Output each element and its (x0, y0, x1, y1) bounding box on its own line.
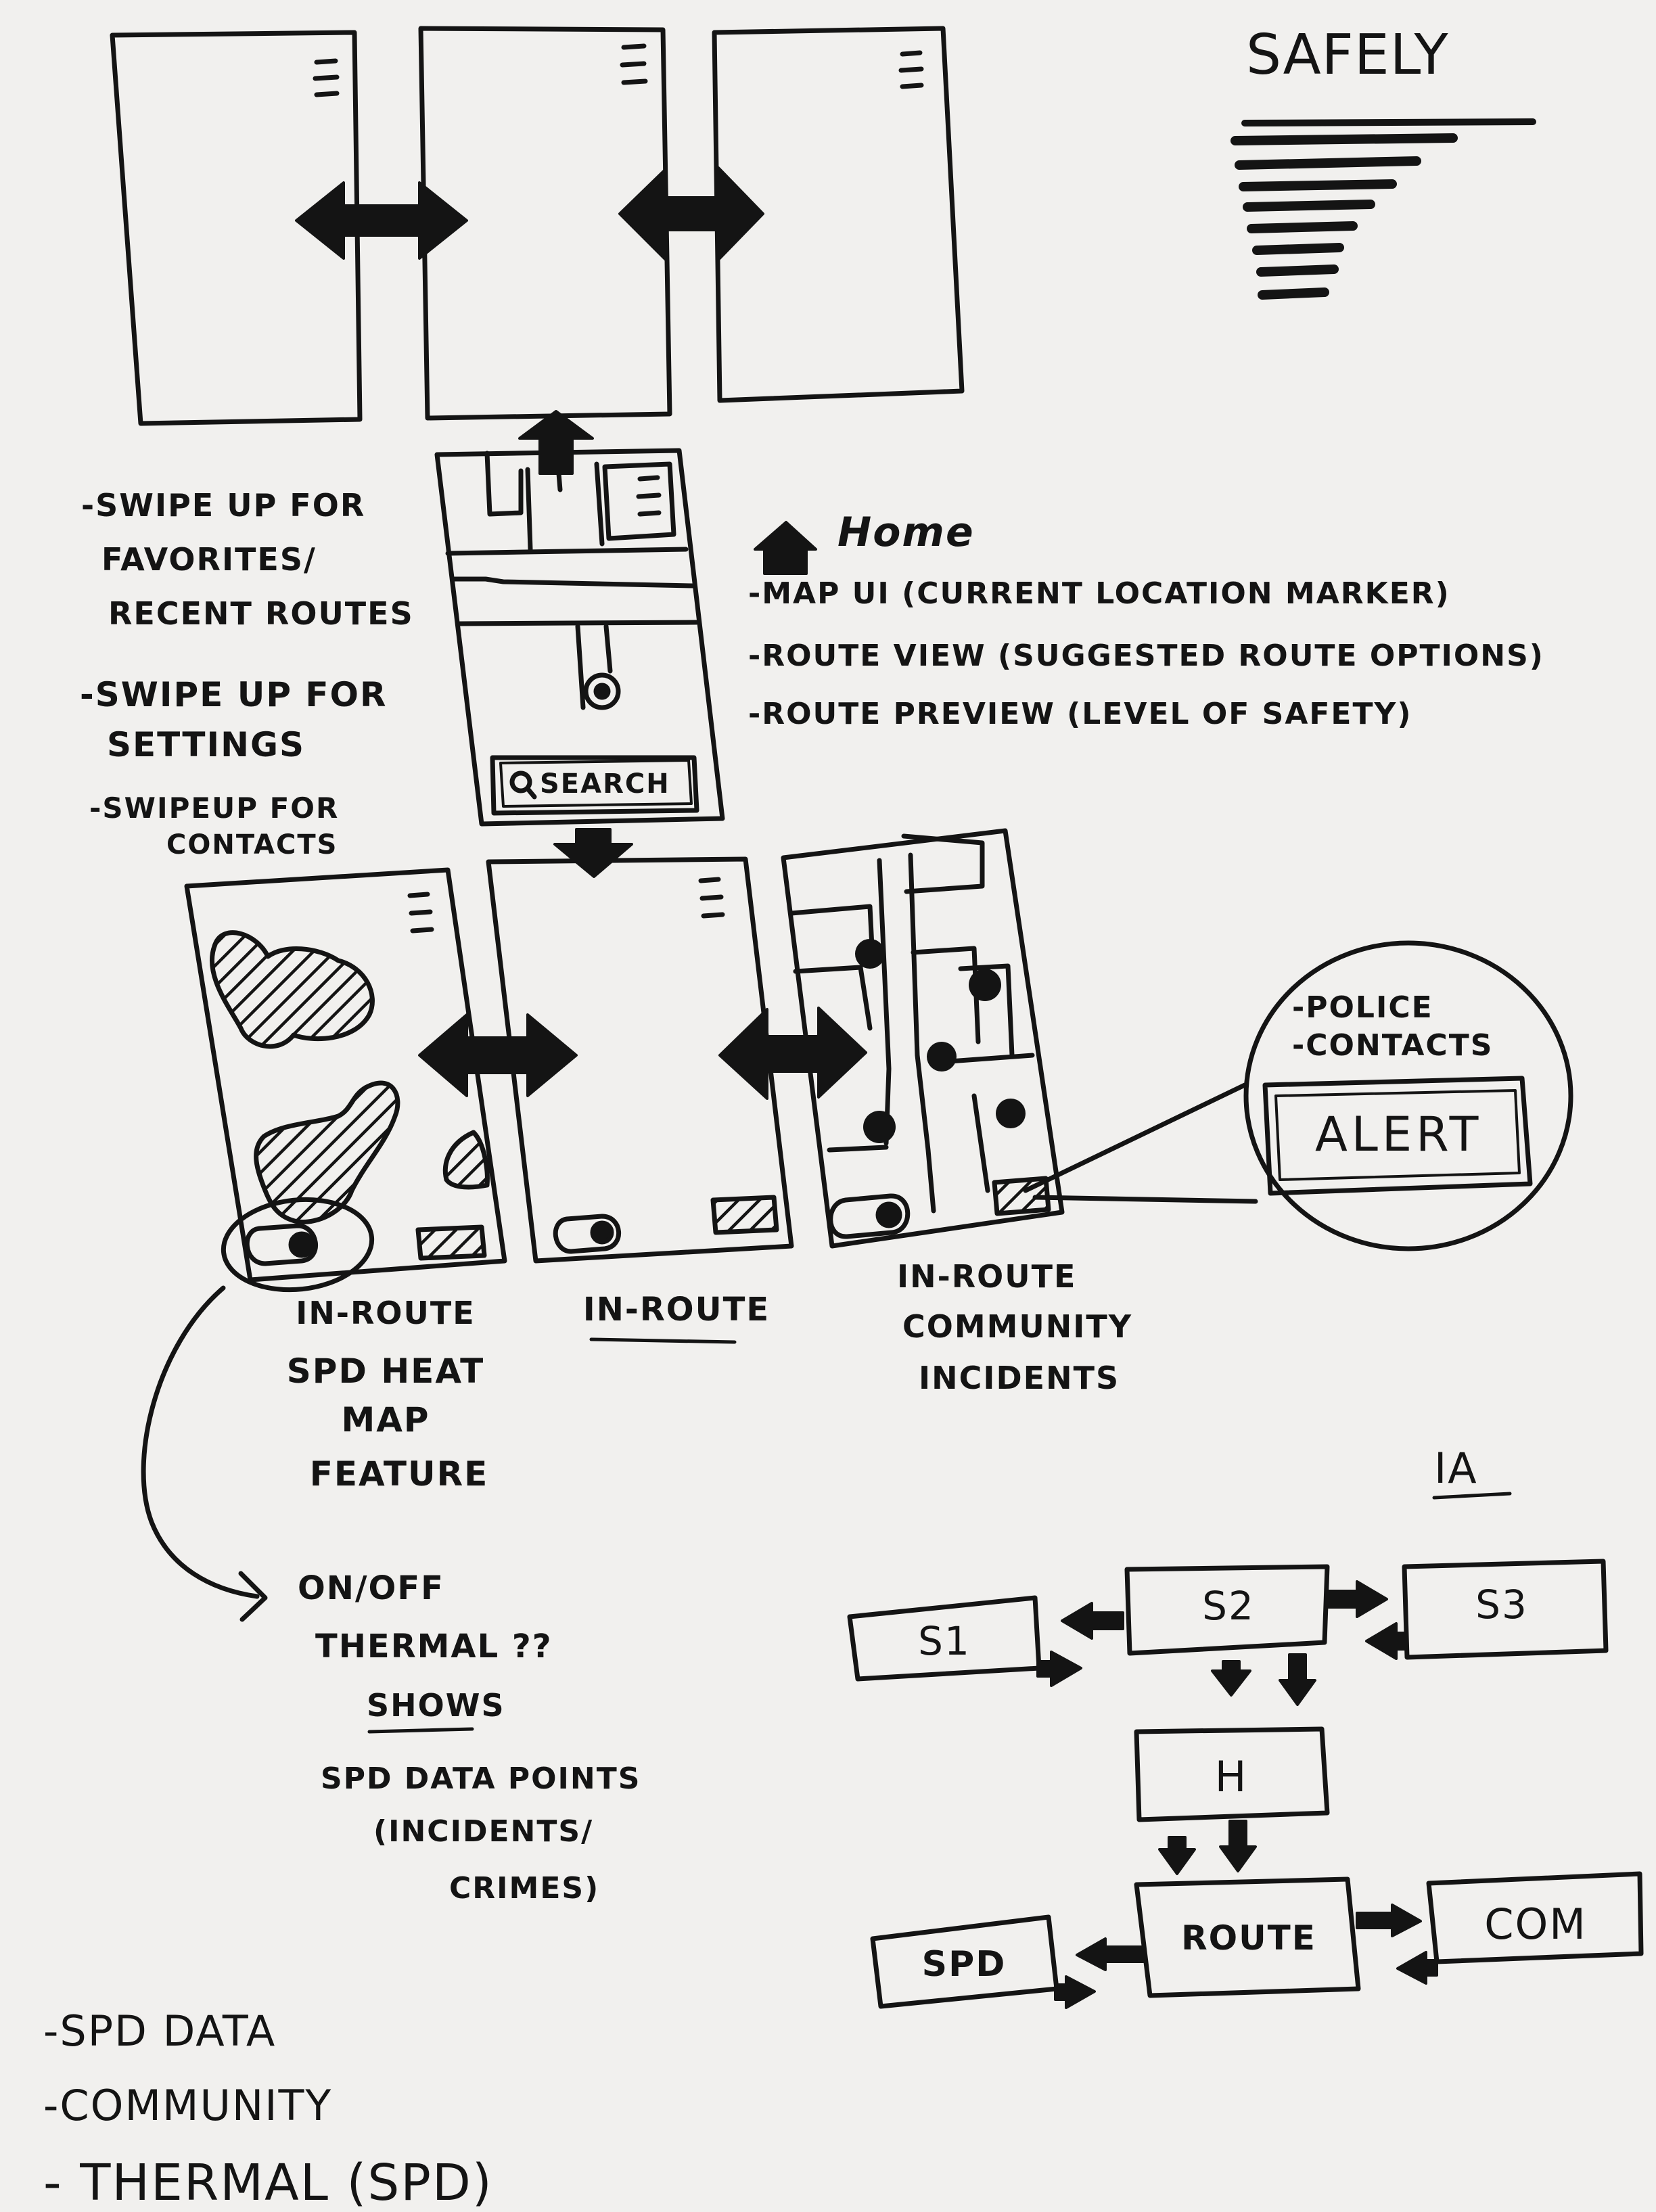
settings-screen (418, 26, 672, 421)
ia-node-h (1134, 1726, 1330, 1822)
ia-label-route: ROUTE (1181, 1918, 1316, 1958)
alert-button-mini[interactable] (415, 1224, 487, 1261)
swipe-note-contacts: CONTACTS (166, 829, 338, 860)
swipe-arrow-icon (718, 1007, 867, 1100)
ia-flow (847, 1559, 1644, 2009)
caption-heatmap: SPD HEAT (286, 1352, 485, 1391)
menu-icon (407, 892, 434, 934)
swipe-arrow-icon (418, 1013, 578, 1097)
heatmap-screen (184, 867, 507, 1283)
toggle-note: SHOWS (367, 1687, 505, 1724)
heatmap-toggle[interactable] (244, 1223, 319, 1266)
menu-icon (698, 877, 725, 919)
toggle-note: THERMAL ?? (315, 1628, 553, 1665)
search-icon (509, 770, 537, 800)
ia-label-h: H (1214, 1752, 1248, 1801)
swipe-note-favorites: -SWIPE UP FOR (81, 487, 366, 524)
menu-icon (636, 475, 662, 517)
menu-icon (898, 50, 924, 89)
menu-icon (313, 58, 340, 97)
toggle-highlight-circle (221, 1197, 375, 1293)
community-toggle[interactable] (828, 1193, 911, 1239)
alert-label[interactable]: ALERT (1315, 1107, 1483, 1162)
swipe-note-settings: SETTINGS (107, 725, 306, 764)
alert-bubble (1243, 940, 1573, 1251)
ia-label-s1: S1 (918, 1618, 971, 1664)
app-title: SAFELY (1246, 23, 1449, 87)
caption-heatmap: FEATURE (309, 1454, 489, 1494)
home-note: -MAP UI (CURRENT LOCATION MARKER) (748, 576, 1450, 611)
toggle-note: CRIMES) (449, 1871, 600, 1906)
toggle-note: SPD DATA POINTS (321, 1761, 641, 1796)
home-screen (434, 448, 725, 827)
caption-inroute: IN-ROUTE (582, 1291, 770, 1329)
swipe-note-favorites: FAVORITES/ (101, 541, 317, 578)
search-bar[interactable] (490, 755, 699, 816)
alert-option: -POLICE (1292, 990, 1433, 1025)
swipe-note-favorites: RECENT ROUTES (108, 595, 414, 632)
incident-marker-icon (855, 939, 1026, 1143)
ia-label-com: COM (1484, 1899, 1587, 1949)
swipe-note-contacts: -SWIPEUP FOR (89, 791, 340, 825)
menu-icon (620, 43, 648, 85)
route-toggle[interactable] (553, 1214, 622, 1254)
ia-label-s3: S3 (1475, 1582, 1528, 1628)
toggle-note: (INCIDENTS/ (373, 1814, 594, 1849)
alert-button[interactable] (1262, 1076, 1533, 1196)
caption-community: INCIDENTS (919, 1360, 1120, 1396)
caption-heatmap: IN-ROUTE (296, 1295, 476, 1331)
ia-title: IA (1434, 1444, 1478, 1493)
logo-mark (1230, 133, 1458, 300)
alert-option: -CONTACTS (1292, 1028, 1494, 1063)
legend-item: -SPD DATA (43, 2006, 277, 2056)
contacts-screen (712, 26, 965, 403)
caption-community: COMMUNITY (902, 1308, 1133, 1345)
current-location-marker-icon (583, 672, 621, 710)
swipe-note-settings: -SWIPE UP FOR (80, 675, 388, 714)
home-note: -ROUTE VIEW (SUGGESTED ROUTE OPTIONS) (748, 639, 1544, 673)
home-note: -ROUTE PREVIEW (LEVEL OF SAFETY) (748, 697, 1412, 731)
heat-zone (210, 930, 490, 1225)
ia-label-s2: S2 (1202, 1583, 1255, 1629)
caption-community: IN-ROUTE (897, 1258, 1077, 1295)
search-label[interactable]: SEARCH (540, 768, 670, 800)
down-arrow-icon (553, 828, 633, 878)
alert-button-mini[interactable] (710, 1195, 779, 1235)
home-icon (754, 521, 817, 575)
favorites-screen (110, 30, 363, 426)
toggle-note-arrow (141, 1285, 268, 1622)
up-arrow-icon (518, 410, 594, 475)
ia-node-route (1134, 1876, 1361, 1998)
ia-node-com (1426, 1871, 1644, 1964)
swipe-arrow-icon (295, 181, 468, 260)
swipe-arrow-icon (618, 166, 764, 261)
toggle-note: ON/OFF (298, 1569, 444, 1607)
legend-item: -COMMUNITY (43, 2081, 333, 2130)
inroute-screen (486, 856, 794, 1264)
ia-label-spd: SPD (921, 1944, 1007, 1985)
caption-heatmap: MAP (341, 1400, 430, 1439)
ia-node-s3 (1402, 1559, 1609, 1660)
ia-node-s2 (1124, 1564, 1330, 1656)
community-screen (781, 828, 1065, 1249)
legend-item: - THERMAL (SPD) (43, 2154, 493, 2212)
home-title: Home (837, 509, 975, 556)
